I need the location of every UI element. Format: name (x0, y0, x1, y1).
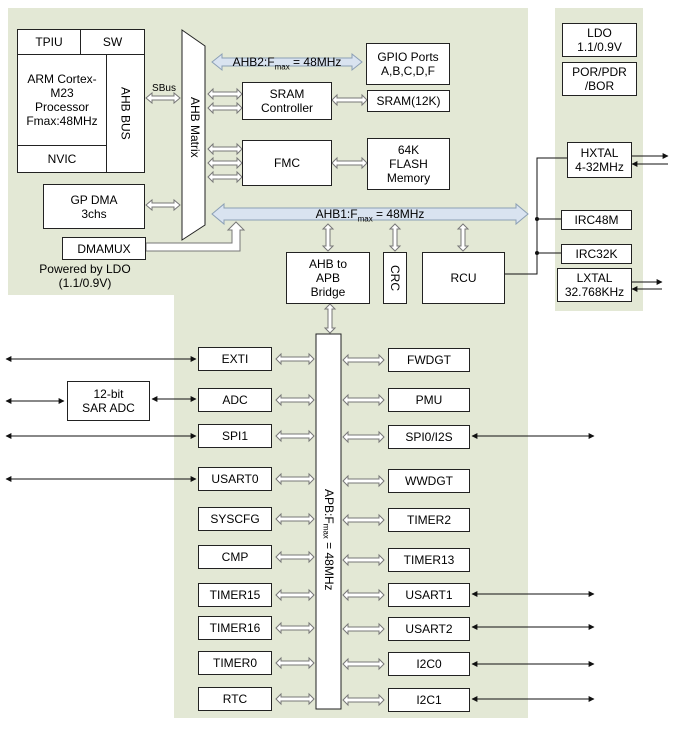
ahb1-bus (211, 202, 529, 226)
left-apb-connector-8 (275, 656, 315, 670)
por-pdr-bor-box: POR/PDR /BOR (562, 62, 637, 96)
dmamux-box: DMAMUX (62, 237, 146, 260)
peripheral-right-5: TIMER13 (388, 548, 470, 572)
sw-box: SW (80, 29, 145, 55)
peripheral-right-6: USART1 (388, 583, 470, 607)
flash-memory-box: 64K FLASH Memory (367, 138, 450, 190)
peripheral-right-1: PMU (388, 388, 470, 412)
ahb-matrix-label: AHB Matrix (188, 96, 202, 158)
left-apb-connector-4 (275, 512, 315, 526)
peripheral-left-2: SPI1 (198, 424, 272, 448)
peripheral-left-3: USART0 (198, 467, 272, 491)
nvic-box: NVIC (17, 145, 107, 173)
gpio-ports-box: GPIO Ports A,B,C,D,F (366, 43, 450, 85)
hxtal-box: HXTAL 4-32MHz (567, 142, 632, 178)
peripheral-left-5: CMP (198, 545, 272, 569)
gp-dma-box: GP DMA 3chs (43, 184, 145, 229)
right-apb-connector-9 (342, 693, 385, 707)
right-apb-connector-6 (342, 588, 385, 602)
right-apb-connector-3 (342, 474, 385, 488)
sbus-label: SBus (152, 83, 176, 94)
peripheral-left-1: ADC (198, 388, 272, 412)
right-apb-connector-7 (342, 622, 385, 636)
fmc-box: FMC (242, 140, 332, 186)
left-apb-connector-2 (275, 429, 315, 443)
peripheral-left-9: RTC (198, 687, 272, 711)
peripheral-right-9: I2C1 (388, 688, 470, 712)
right-apb-connector-1 (342, 393, 385, 407)
lxtal-box: LXTAL 32.768KHz (557, 268, 632, 302)
irc48m-box: IRC48M (561, 210, 632, 230)
ahb2-bus-label: AHB2:Fmax = 48MHz (232, 55, 342, 72)
right-apb-connector-4 (342, 513, 385, 527)
ahb-bus-box: AHB BUS (106, 54, 145, 173)
left-apb-connector-1 (275, 393, 315, 407)
peripheral-right-4: TIMER2 (388, 508, 470, 532)
peripheral-left-6: TIMER15 (198, 583, 272, 607)
crc-box: CRC (383, 252, 407, 304)
apb-bus-bar (315, 333, 342, 710)
left-apb-connector-7 (275, 621, 315, 635)
peripheral-right-2: SPI0/I2S (388, 425, 470, 449)
tpiu-box: TPIU (17, 29, 81, 55)
left-apb-connector-6 (275, 588, 315, 602)
apb-bus-label: APB:Fmax = 48MHz (321, 489, 336, 591)
left-apb-connector-9 (275, 692, 315, 706)
sram-box: SRAM(12K) (367, 90, 450, 112)
peripheral-left-0: EXTI (198, 347, 272, 371)
ahb2-bus (211, 52, 363, 72)
peripheral-right-7: USART2 (388, 617, 470, 641)
left-apb-connector-5 (275, 550, 315, 564)
ahb-to-apb-bridge-box: AHB to APB Bridge (286, 252, 370, 304)
ahb1-bus-label: AHB1:Fmax = 48MHz (315, 207, 425, 224)
peripheral-right-8: I2C0 (388, 652, 470, 676)
rcu-box: RCU (422, 252, 505, 304)
right-apb-connector-8 (342, 657, 385, 671)
right-apb-connector-0 (342, 353, 385, 367)
sar-adc-box: 12-bit SAR ADC (67, 381, 150, 421)
peripheral-left-4: SYSCFG (198, 507, 272, 531)
sram-controller-box: SRAM Controller (242, 82, 332, 120)
powered-by-label: Powered by LDO (1.1/0.9V) (39, 262, 131, 290)
ldo-box: LDO 1.1/0.9V (562, 23, 637, 57)
peripheral-left-7: TIMER16 (198, 616, 272, 640)
peripheral-right-0: FWDGT (388, 348, 470, 372)
arm-processor-box: ARM Cortex- M23 Processor Fmax:48MHz (17, 54, 107, 146)
left-apb-connector-3 (275, 472, 315, 486)
right-apb-connector-5 (342, 553, 385, 567)
peripheral-right-3: WWDGT (388, 469, 470, 493)
ahb-matrix-shape (181, 29, 206, 241)
left-apb-connector-0 (275, 352, 315, 366)
right-apb-connector-2 (342, 430, 385, 444)
irc32k-box: IRC32K (561, 244, 632, 264)
peripheral-left-8: TIMER0 (198, 651, 272, 675)
